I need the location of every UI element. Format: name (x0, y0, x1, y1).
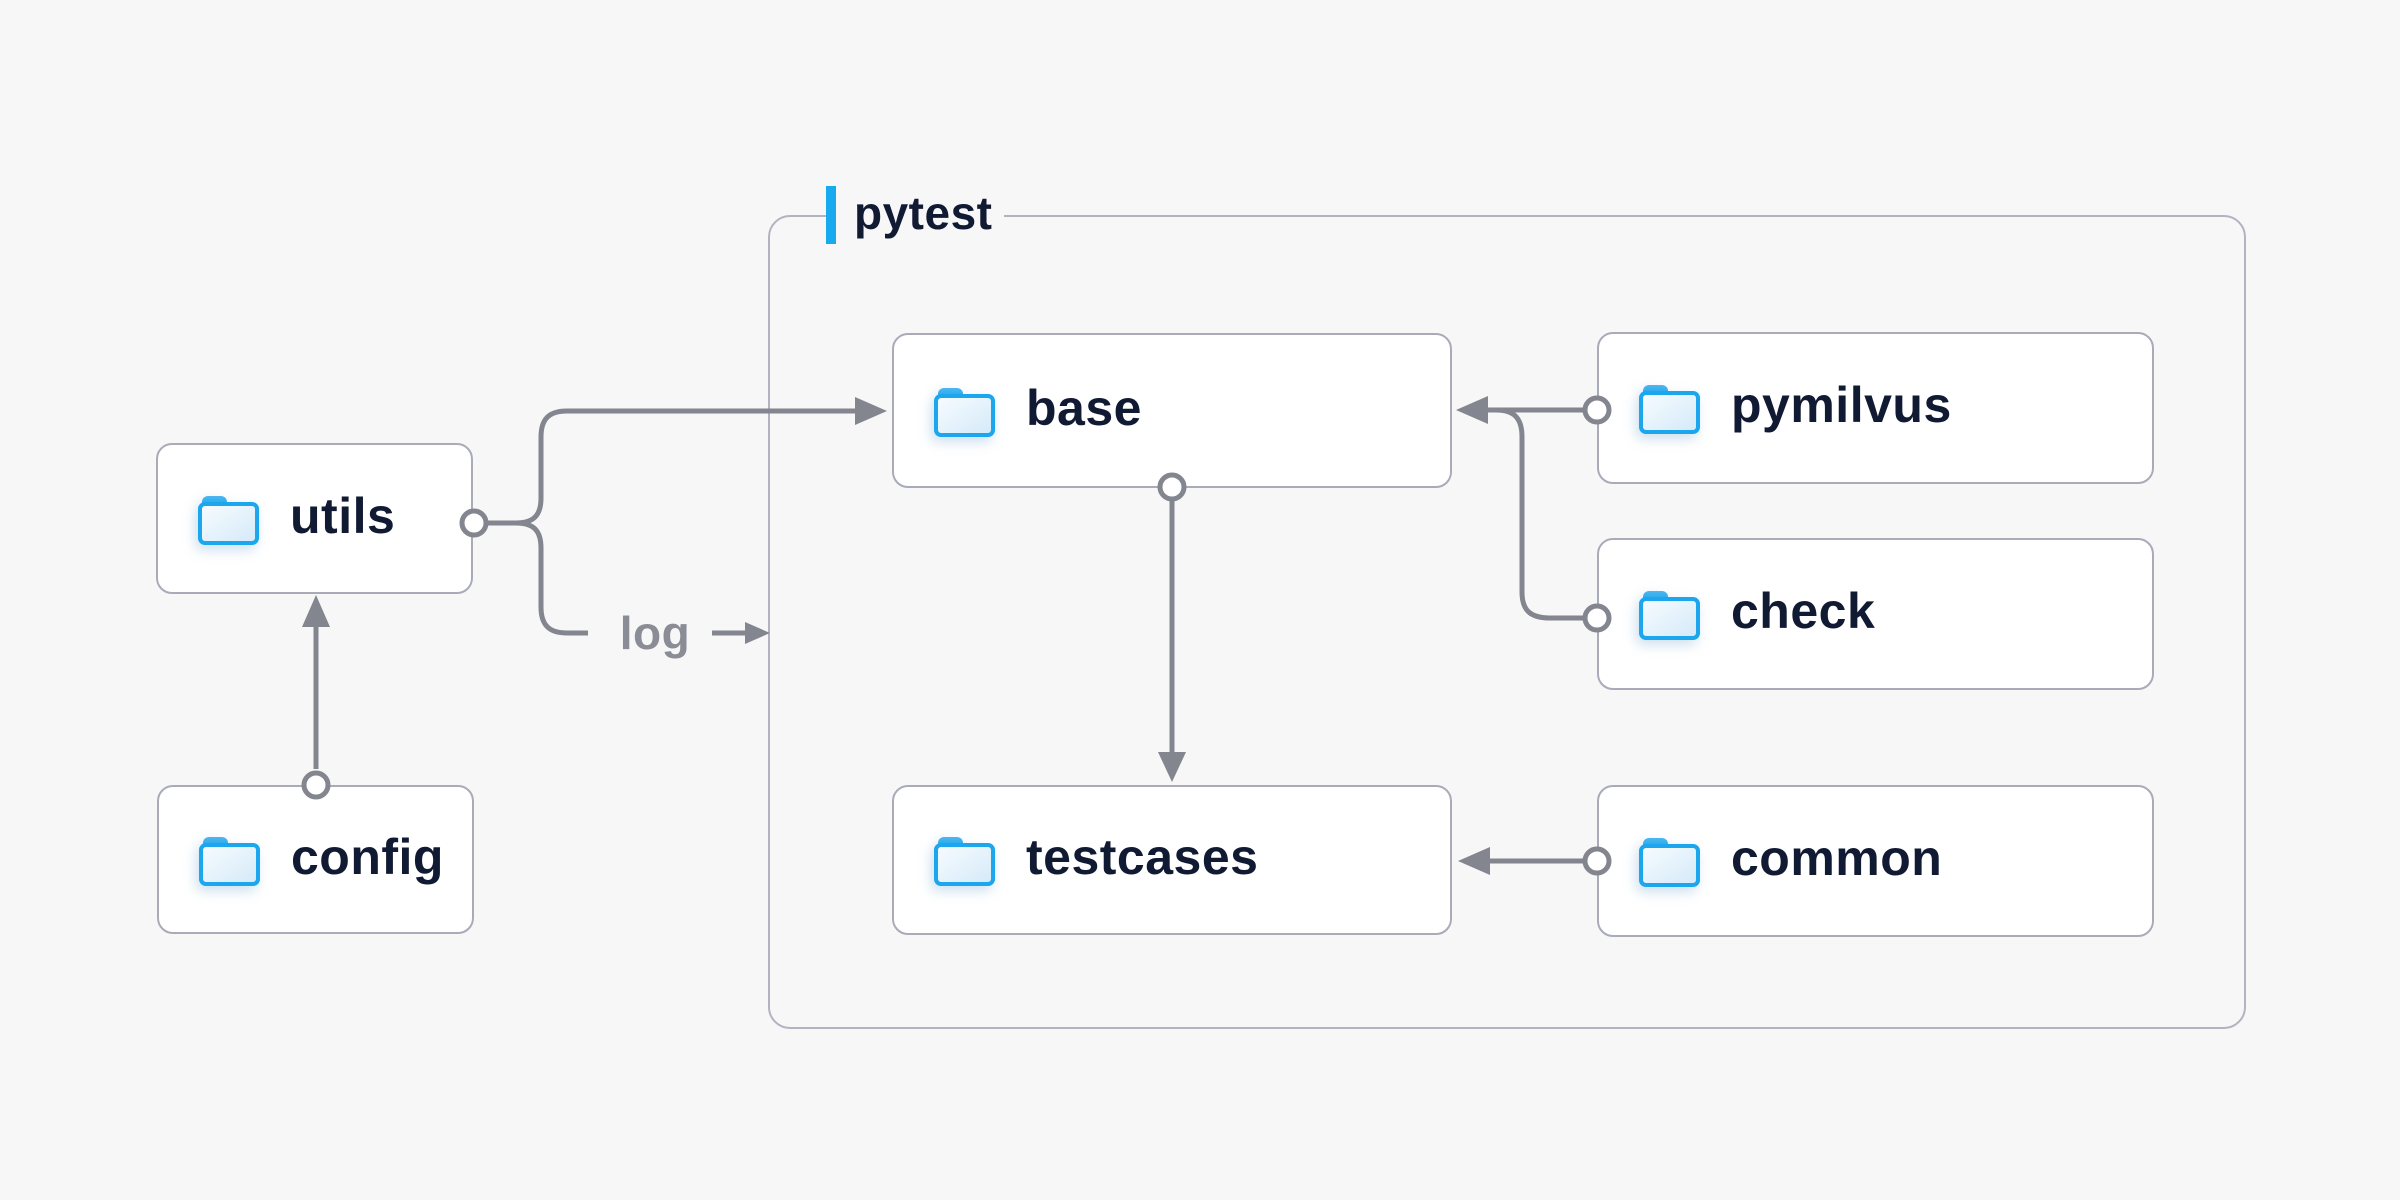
folder-icon (932, 833, 996, 887)
edge-config-utils (301, 595, 331, 800)
node-label: config (291, 828, 444, 885)
folder-icon (196, 492, 260, 546)
accent-bar (826, 186, 836, 244)
folder-icon (1637, 834, 1701, 888)
arrowhead (745, 622, 770, 644)
node-label: pymilvus (1731, 377, 1952, 433)
node-label: common (1731, 830, 1943, 886)
node-label: check (1731, 583, 1876, 639)
node-utils: utils (156, 443, 473, 594)
edge-label-log: log (619, 607, 691, 659)
node-label: base (1026, 379, 1142, 436)
pytest-group-label: pytest (826, 184, 1005, 246)
node-check: check (1597, 538, 2154, 690)
node-pymilvus: pymilvus (1597, 332, 2154, 484)
node-config: config (157, 785, 474, 934)
node-label: testcases (1026, 829, 1259, 885)
folder-icon (1637, 587, 1701, 641)
edge-log-group (712, 622, 770, 644)
node-label: utils (290, 487, 396, 544)
folder-icon (932, 384, 996, 438)
folder-icon (1637, 381, 1701, 435)
node-base: base (892, 333, 1452, 488)
group-title: pytest (854, 187, 993, 239)
node-testcases: testcases (892, 785, 1452, 935)
node-common: common (1597, 785, 2154, 937)
arrowhead (302, 595, 330, 627)
folder-icon (197, 833, 261, 887)
